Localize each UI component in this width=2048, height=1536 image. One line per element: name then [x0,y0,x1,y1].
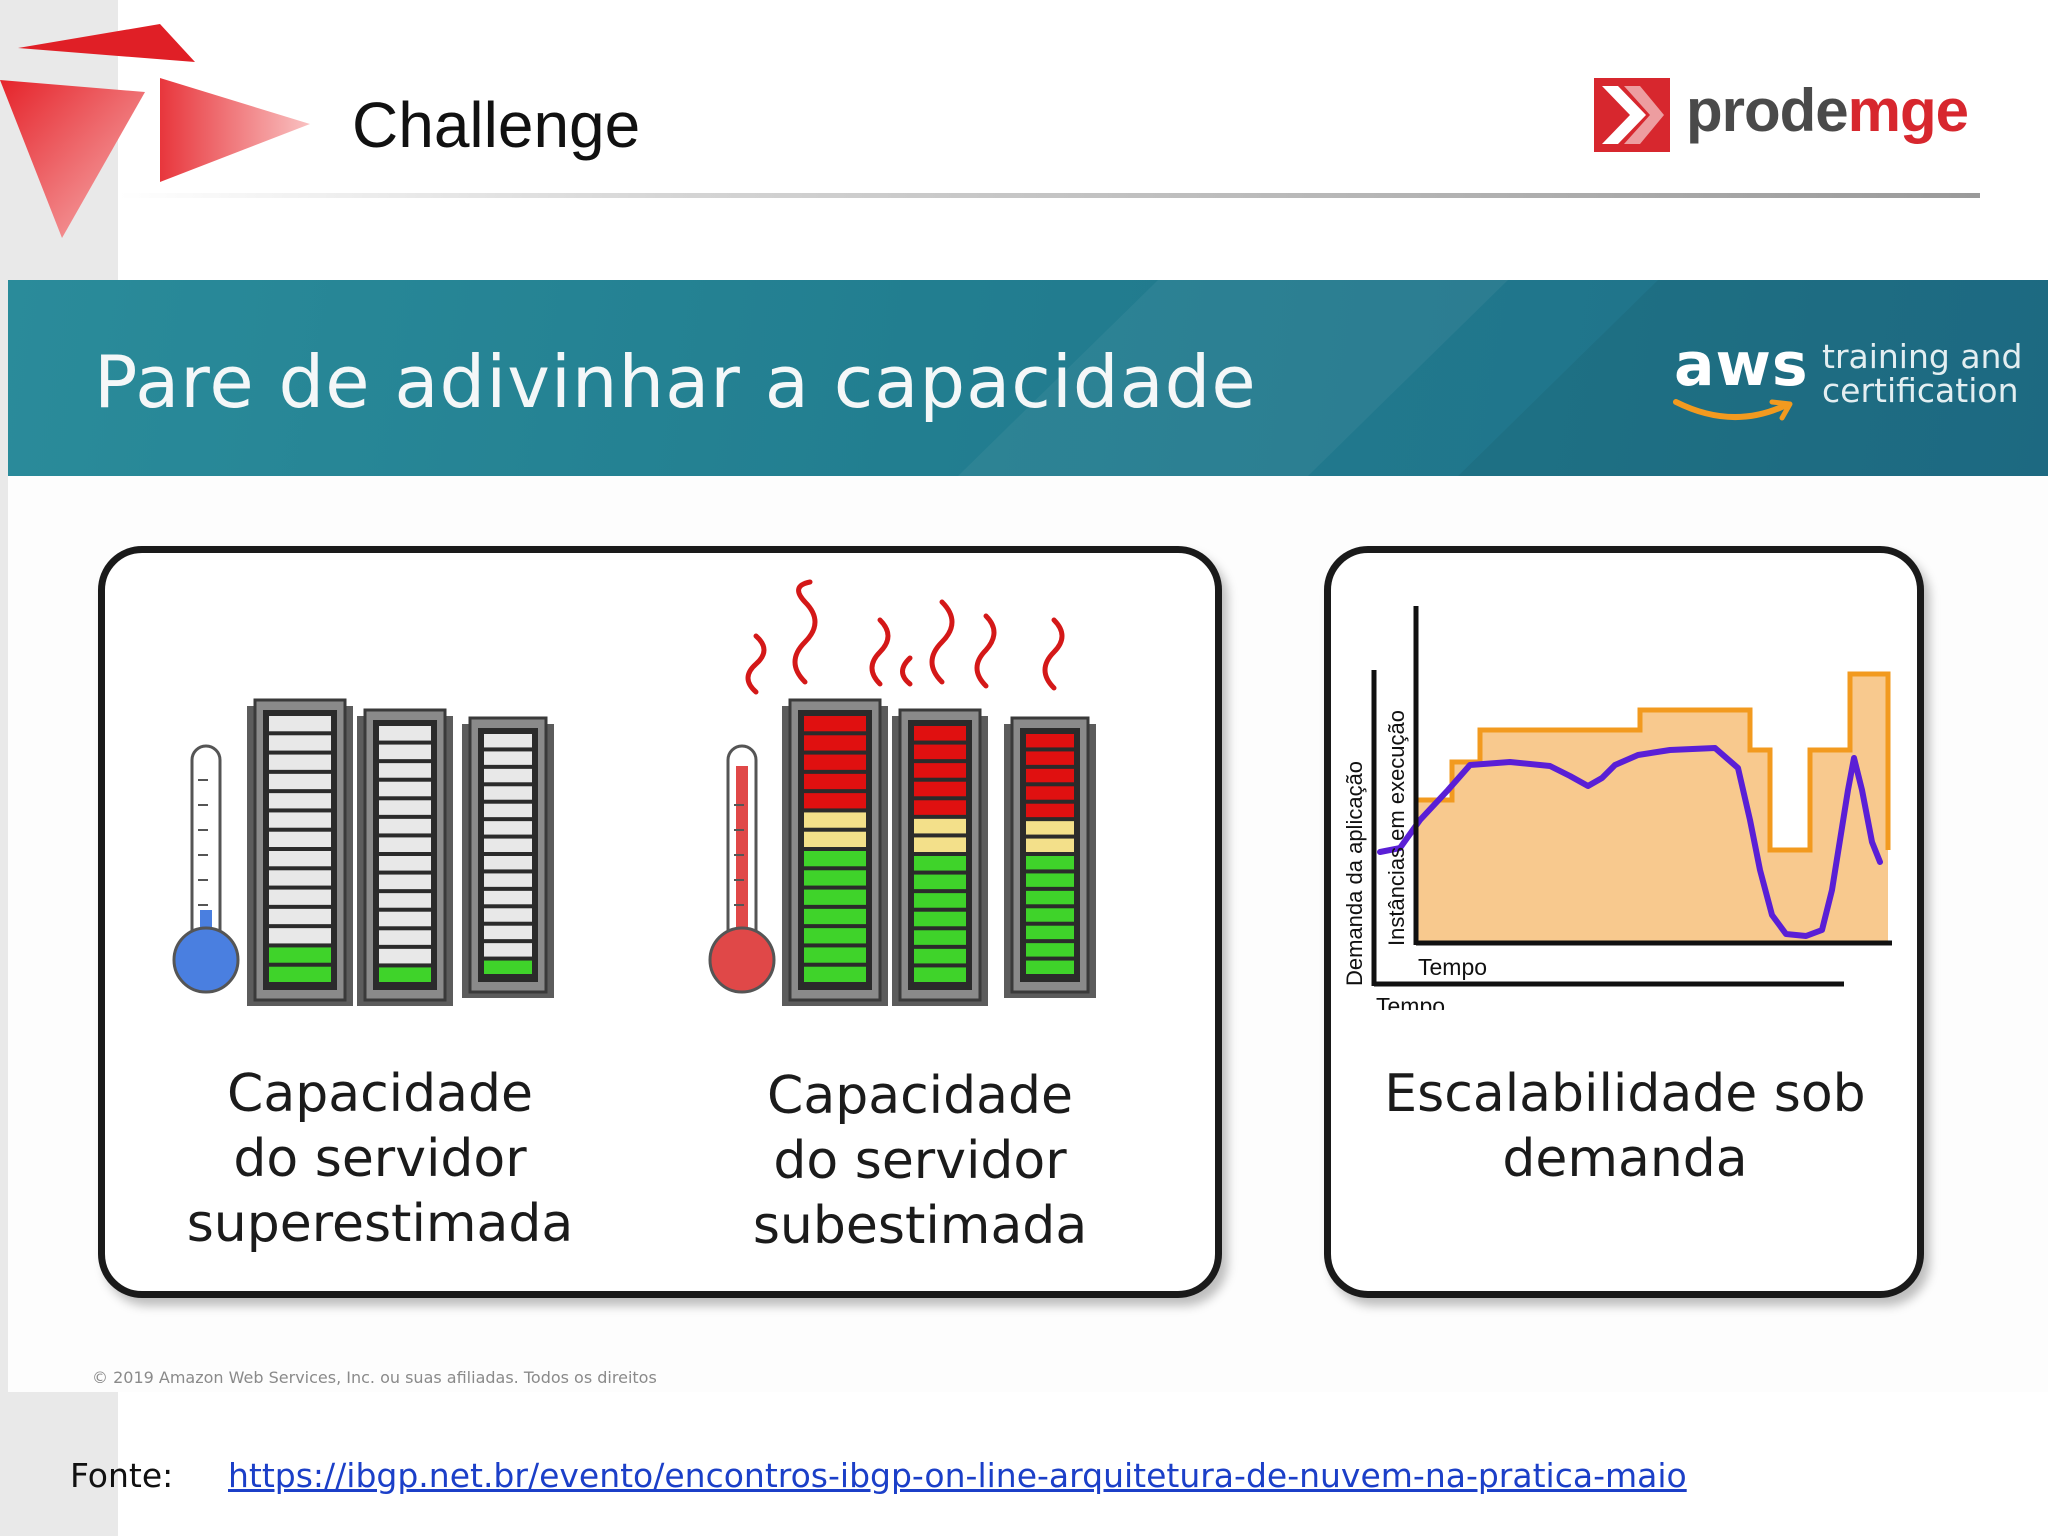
caption-overestimated: Capacidade do servidor superestimada [186,1064,574,1254]
thermometer-cold-icon [172,744,240,994]
slide-title: Challenge [352,89,641,161]
brand-part-1: prode [1686,77,1849,144]
demand-line [1377,745,1883,939]
source-link[interactable]: https://ibgp.net.br/evento/encontros-ibg… [228,1456,1687,1495]
heat-waves-icon [745,579,1065,695]
source-label: Fonte: [70,1456,174,1495]
xlabel-outer: Tempo [1376,993,1445,1010]
caption-underestimated: Capacidade do servidor subestimada [752,1066,1088,1256]
banner-title: Pare de adivinhar a capacidade [94,340,1257,424]
ylabel-inner: Instâncias em execução [1384,710,1409,946]
xlabel-inner: Tempo [1418,954,1487,980]
capacity-area [1416,674,1888,941]
brand-wordmark: prodemge [1686,76,1969,145]
caption-scalability: Escalabilidade sob demanda [1384,1064,1866,1189]
prodemge-logo-icon [1594,78,1670,152]
corner-arrow-decoration [0,24,310,238]
aws-tagline: training and certification [1822,337,2023,410]
copyright-notice: © 2019 Amazon Web Services, Inc. ou suas… [92,1368,657,1387]
title-rule [118,193,1980,198]
server-illustrations [172,579,1096,1006]
server-racks [247,698,1096,1006]
brand-part-2: mge [1847,77,1969,144]
scalability-chart: Demanda da aplicação Instâncias em execu… [1342,606,1892,1010]
banner-decoration [958,280,2048,476]
aws-wordmark: aws [1674,330,1809,400]
ylabel-outer: Demanda da aplicação [1342,761,1367,986]
aws-smile-icon [1673,399,1793,421]
thermometer-hot-icon [708,744,776,994]
banner [8,280,2048,476]
